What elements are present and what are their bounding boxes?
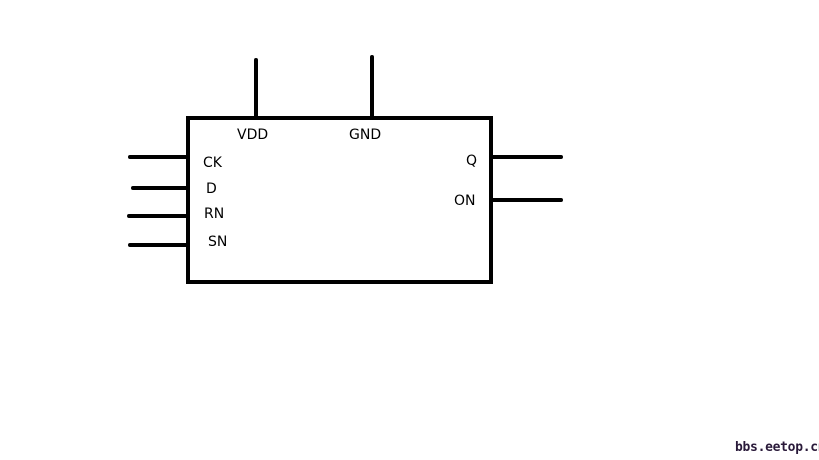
- pin-label-d: D: [206, 181, 217, 197]
- watermark-text: bbs.eetop.cn: [735, 440, 819, 455]
- pin-label-on: ON: [454, 193, 476, 209]
- pin-label-rn: RN: [204, 206, 225, 222]
- pin-label-ck: CK: [203, 155, 222, 171]
- pin-label-q: Q: [466, 153, 478, 169]
- pin-label-sn: SN: [208, 234, 228, 250]
- pin-label-gnd: GND: [349, 127, 382, 143]
- pin-label-vdd: VDD: [237, 127, 269, 143]
- cell-block: [186, 116, 493, 284]
